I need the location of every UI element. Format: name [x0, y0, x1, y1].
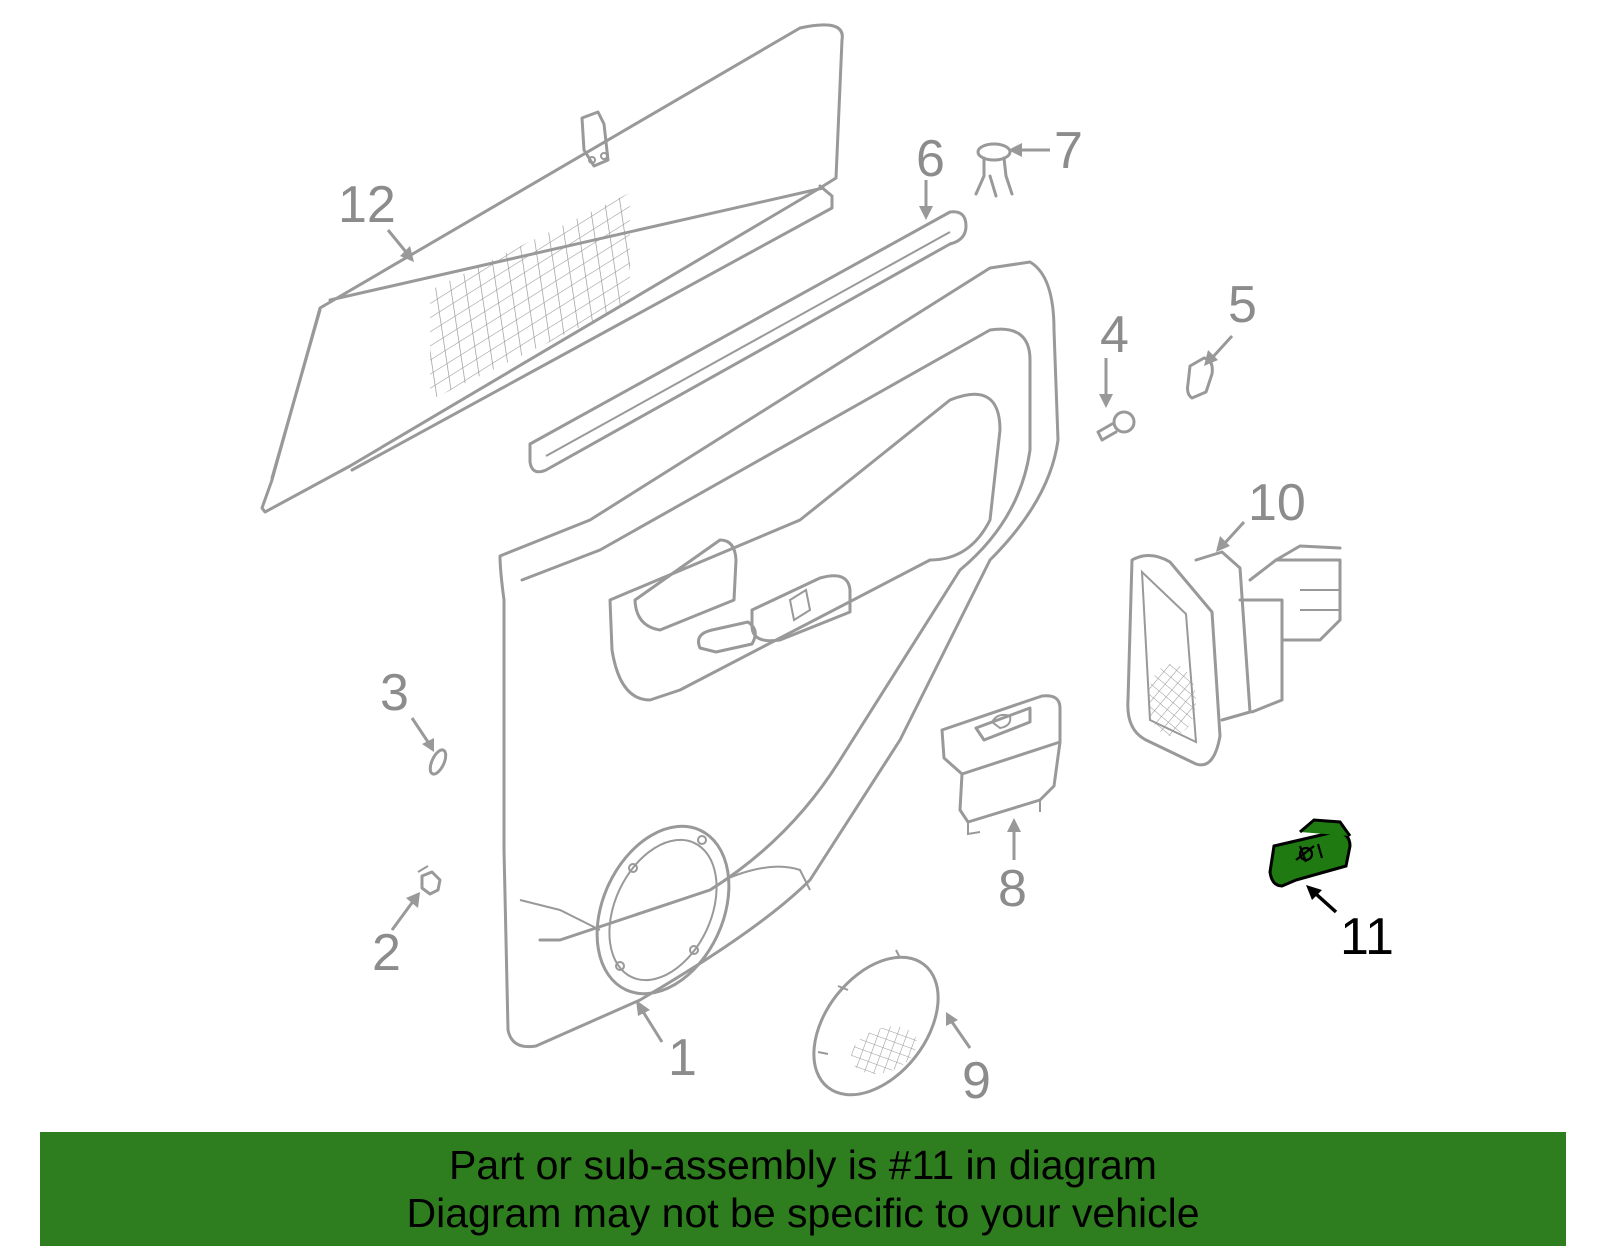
- callout-2: 2: [372, 924, 401, 982]
- part-6-weatherstrip: [528, 210, 968, 474]
- callout-5: 5: [1228, 276, 1257, 334]
- callout-7: 7: [1054, 122, 1083, 180]
- part-7-retainer: [974, 142, 1014, 198]
- callout-4: 4: [1100, 306, 1129, 364]
- callout-11: 11: [1340, 908, 1394, 966]
- banner-line-1: Part or sub-assembly is #11 in diagram: [449, 1142, 1157, 1188]
- part-11-connector-highlight: [1268, 818, 1352, 888]
- part-10-lamp-assembly: [1126, 544, 1342, 767]
- callout-10: 10: [1248, 474, 1306, 532]
- callout-6: 6: [916, 130, 945, 188]
- part-2-clip: [417, 865, 442, 896]
- callout-12: 12: [338, 176, 396, 234]
- part-3-small-clip: [428, 748, 448, 776]
- leader-arrows: [386, 143, 1338, 1049]
- part-4-screw: [1096, 410, 1136, 442]
- part-1-door-panel: [498, 260, 1060, 1049]
- callout-8: 8: [998, 860, 1027, 918]
- banner-line-2: Diagram may not be specific to your vehi…: [406, 1190, 1200, 1236]
- part-8-window-switch: [940, 694, 1062, 836]
- part-12-net-pocket: [260, 23, 844, 514]
- callout-3: 3: [380, 664, 409, 722]
- info-banner: Part or sub-assembly is #11 in diagram D…: [40, 1132, 1566, 1246]
- callout-9: 9: [962, 1052, 991, 1110]
- callout-1: 1: [668, 1029, 697, 1087]
- callout-labels: 1 2 3 4 5 6 7 8 9 10 11 12: [338, 122, 1394, 1110]
- part-9-speaker-grille: [812, 949, 940, 1097]
- parts-diagram: 1 2 3 4 5 6 7 8 9 10 11 12: [260, 23, 1394, 1110]
